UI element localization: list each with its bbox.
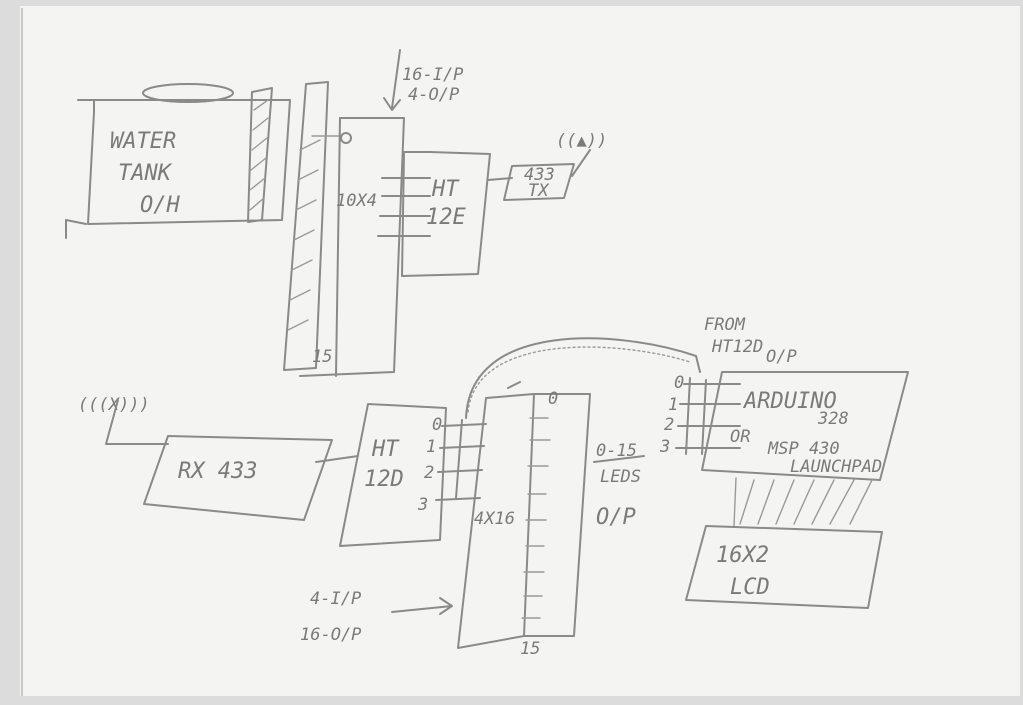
from-label-3: O/P	[766, 347, 797, 367]
leds-label-1: 0-15	[596, 441, 637, 461]
level-sensor-strip	[283, 81, 343, 371]
decoder-note: 4-I/P 16-O/P	[300, 589, 453, 645]
mcu-board: ARDUINO 328 OR MSP 430 LAUNCHPAD	[701, 371, 909, 481]
ht12d-pin-3: 3	[417, 495, 428, 515]
decoder-pin-0: 0	[548, 389, 558, 409]
tx-module: 433 TX ((▲))	[487, 131, 607, 201]
mcu-pin-3: 3	[659, 437, 670, 457]
from-label-1: FROM	[704, 315, 746, 335]
decoder-chip: 4X16 0 15	[457, 381, 591, 659]
ht12d-label-1: HT	[371, 437, 400, 462]
tank-label-2: TANK	[118, 161, 173, 186]
led-output-note: 0-15 LEDS O/P	[593, 441, 645, 530]
water-tank: WATER TANK O/H	[65, 83, 291, 239]
lcd-label-2: LCD	[730, 575, 770, 600]
ht12e-chip: HT 12E	[401, 151, 491, 277]
ht12d-pin-1: 1	[426, 437, 436, 457]
ht12d-label-2: 12D	[364, 467, 404, 492]
antenna-bottom: (((X)))	[78, 395, 150, 415]
encoder-note-2: 4-O/P	[408, 85, 459, 105]
mcu-label-4: MSP 430	[767, 439, 840, 459]
decoder-label: 4X16	[474, 509, 515, 529]
from-ht12d-note: FROM HT12D O/P	[704, 315, 797, 367]
ht12e-label-1: HT	[431, 177, 460, 202]
rx-module: RX 433	[143, 435, 359, 521]
rx-label: RX 433	[178, 459, 257, 484]
decoder-note-2: 16-O/P	[300, 625, 361, 645]
mcu-pin-1: 1	[668, 395, 678, 415]
mcu-input-pins: 0 1 2 3	[659, 373, 741, 457]
ht12d-chip: HT 12D 0 1 2 3	[339, 403, 447, 547]
tank-label-3: O/H	[140, 193, 180, 218]
lcd-display: 16X2 LCD	[685, 525, 883, 609]
mcu-label-1: ARDUINO	[742, 389, 837, 414]
encoder-note-1: 16-I/P	[402, 65, 463, 85]
decoder-bus	[435, 419, 487, 501]
lcd-label-1: 16X2	[716, 543, 769, 568]
mcu-label-5: LAUNCHPAD	[790, 457, 882, 477]
mcu-label-2: 328	[817, 409, 849, 429]
ht12d-to-mcu-wire	[465, 337, 701, 419]
antenna-top: ((▲))	[556, 131, 607, 151]
tx-label-1: 433	[524, 165, 555, 185]
ht12d-pin-2: 2	[424, 463, 434, 483]
keypad-pin-15: 15	[312, 347, 332, 367]
from-label-2: HT12D	[711, 337, 763, 357]
leds-label-3: O/P	[596, 505, 636, 530]
ht12e-label-2: 12E	[426, 205, 466, 230]
rx-antenna: (((X)))	[78, 395, 169, 445]
decoder-pin-15: 15	[520, 639, 540, 659]
ht12d-pin-0: 0	[432, 415, 442, 435]
keypad-block: 10X4 15 16-I/P 4-O/P	[299, 49, 463, 377]
mcu-pin-2: 2	[664, 415, 674, 435]
decoder-note-1: 4-I/P	[310, 589, 361, 609]
encoder-bus	[377, 177, 431, 237]
paper	[20, 6, 1020, 696]
tank-label-1: WATER	[110, 129, 176, 154]
leds-label-2: LEDS	[600, 467, 641, 487]
keypad-label: 10X4	[336, 191, 377, 211]
tx-label-2: TX	[528, 181, 550, 201]
mcu-pin-0: 0	[674, 373, 684, 393]
mcu-label-3: OR	[730, 427, 750, 447]
lcd-ribbon	[733, 477, 873, 527]
